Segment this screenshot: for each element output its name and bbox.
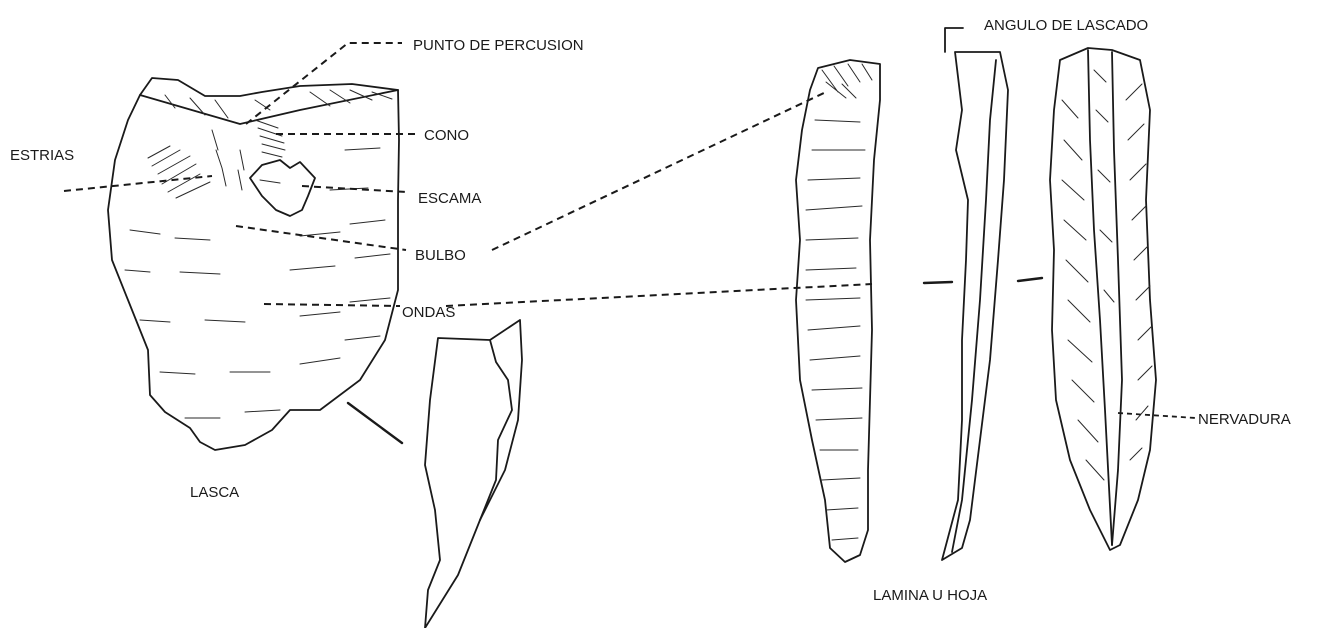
label-angulo-de-lascado: ANGULO DE LASCADO: [984, 17, 1148, 34]
leader-bulbo-lamina: [492, 92, 826, 250]
lamina-back-drawing: [1050, 48, 1156, 550]
label-estrias: ESTRIAS: [10, 147, 74, 164]
label-lamina-u-hoja: LAMINA U HOJA: [873, 587, 987, 604]
label-cono: CONO: [424, 127, 469, 144]
leader-bulbo: [236, 226, 406, 250]
leader-nervadura: [1118, 413, 1196, 418]
label-bulbo: BULBO: [415, 247, 466, 264]
leader-punto-de-percusion: [246, 43, 402, 124]
lamina-front-drawing: [796, 60, 880, 562]
label-lasca: LASCA: [190, 484, 239, 501]
angle-bracket-icon: [945, 28, 963, 52]
lasca-side-view-drawing: [348, 320, 522, 628]
section-marker-left: [348, 403, 402, 443]
lasca-flake-drawing: [108, 78, 399, 450]
section-markers-right: [924, 278, 1042, 283]
leader-escama: [302, 186, 406, 192]
leader-estrias: [64, 176, 212, 191]
lamina-profile-drawing: [942, 28, 1008, 560]
label-nervadura: NERVADURA: [1198, 411, 1291, 428]
label-ondas: ONDAS: [402, 304, 455, 321]
leader-ondas: [264, 304, 400, 306]
leader-lines: [64, 43, 1196, 418]
leader-ondas-lamina: [446, 284, 872, 306]
label-escama: ESCAMA: [418, 190, 481, 207]
label-punto-de-percusion: PUNTO DE PERCUSION: [413, 37, 584, 54]
